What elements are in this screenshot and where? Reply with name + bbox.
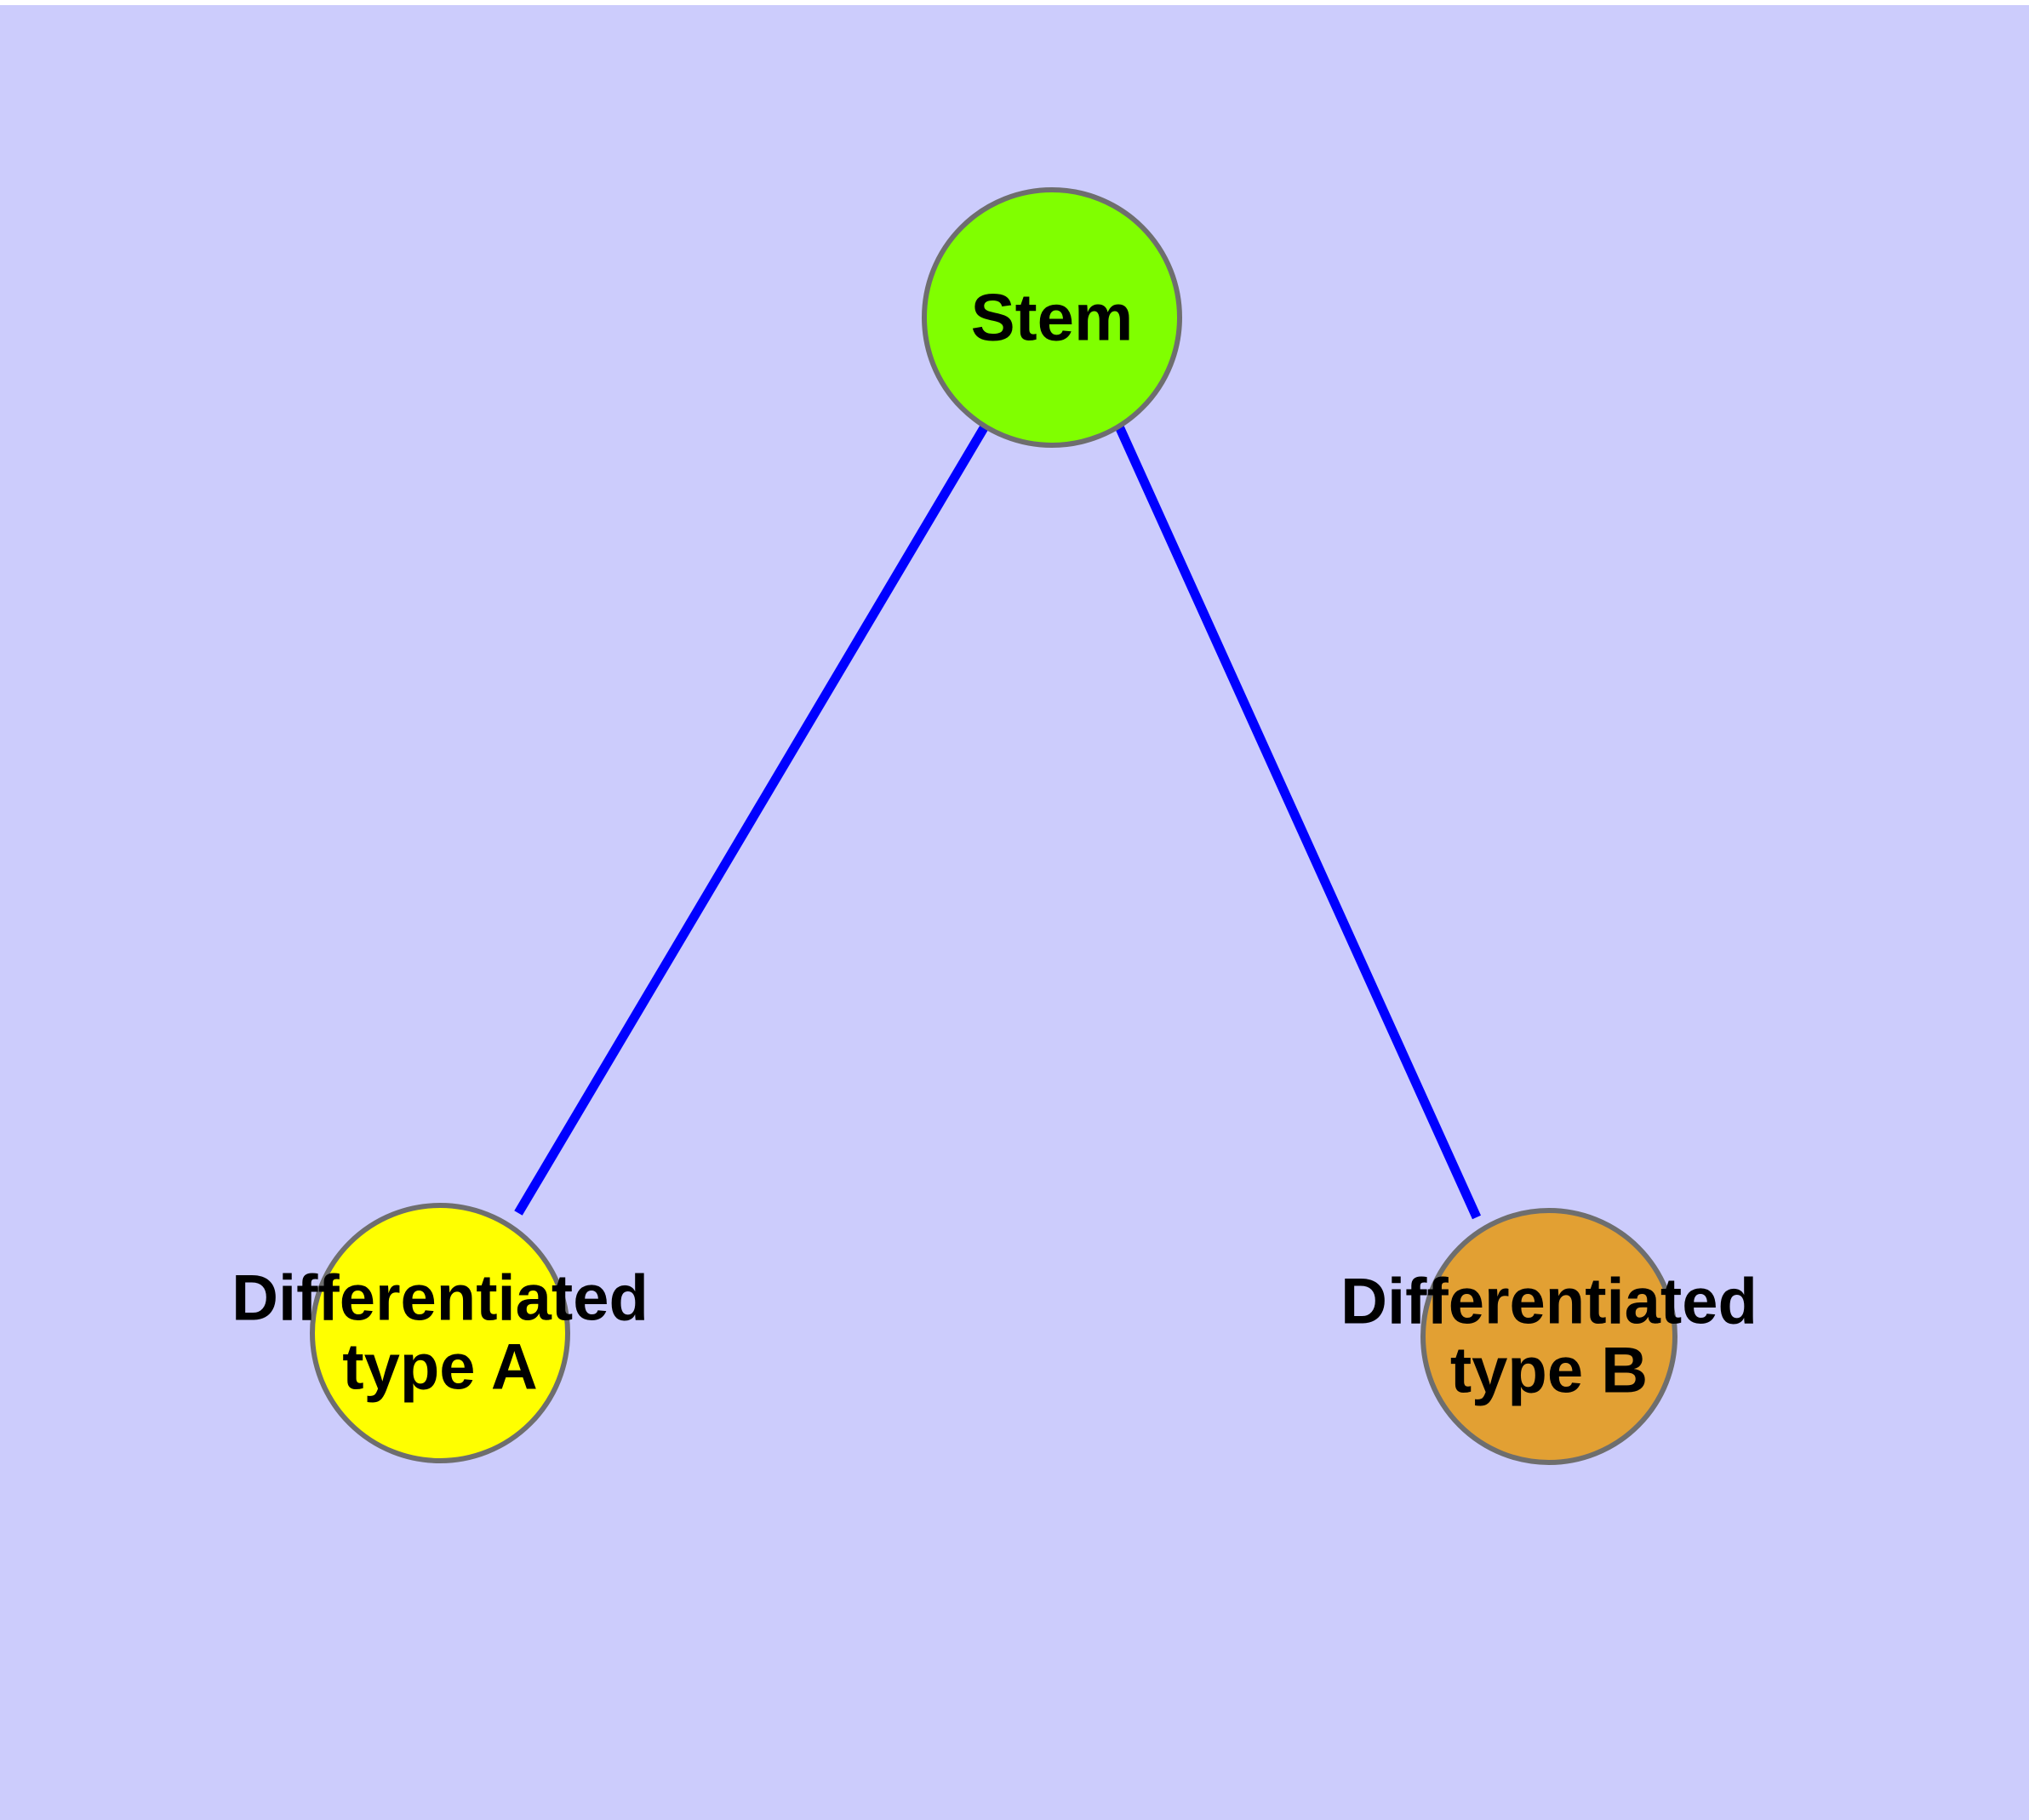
node-layer bbox=[310, 187, 1677, 1465]
node-differentiated-type-a[interactable] bbox=[310, 1203, 570, 1463]
edge-stem-to-differentiated-type-b[interactable] bbox=[1114, 424, 1482, 1220]
graph-svg bbox=[310, 187, 1677, 1465]
diagram-plot-area: Stem Differentiated type A Differentiate… bbox=[0, 5, 2029, 1820]
node-stem[interactable] bbox=[922, 187, 1182, 448]
edge-stem-to-differentiated-type-a[interactable] bbox=[514, 424, 989, 1216]
edge-layer bbox=[514, 424, 1482, 1220]
node-differentiated-type-b[interactable] bbox=[1420, 1208, 1677, 1465]
